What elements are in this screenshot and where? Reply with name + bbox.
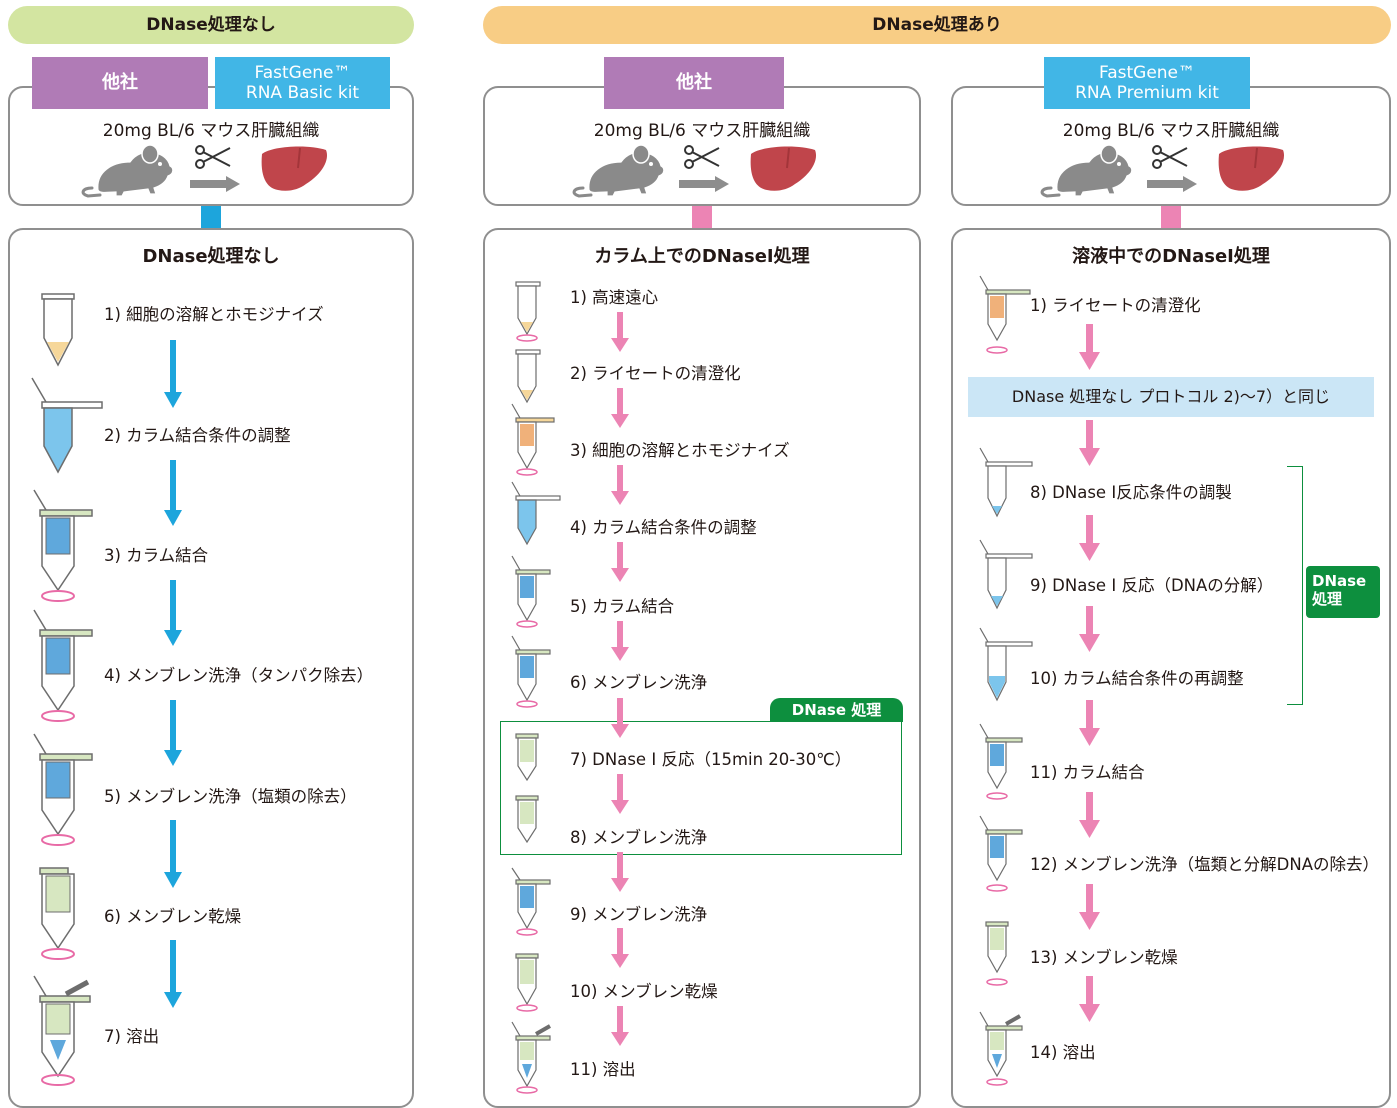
column-tube-icon [511,867,551,936]
scissors-icon [684,145,720,169]
step-label: 8) メンブレン洗浄 [570,828,708,847]
step-label: 13) メンブレン乾燥 [1030,948,1178,967]
scissors-icon [1152,145,1188,169]
protocol-box-col2: カラム上でのDNaseⅠ処理 [483,228,921,1108]
step-label: 5) カラム結合 [570,597,675,616]
step-label: 5) メンブレン洗浄（塩類の除去） [104,787,357,806]
tube-icon [979,627,1033,702]
right-arrow-icon [679,176,729,192]
sample-label: 20mg BL/6 マウス肝臓組織 [1062,121,1280,141]
tag-other-company: 他社 [604,57,784,109]
connector [201,206,221,228]
elution-tube-icon [979,1011,1023,1086]
step-label: 1) 高速遠心 [570,288,659,307]
protocol-box-col1: DNase処理なし [8,228,414,1108]
tube-icon [515,349,541,404]
section-title: DNase処理なし [142,246,280,267]
step-label: 10) カラム結合条件の再調整 [1030,669,1244,688]
column-tube-icon [515,953,539,1012]
down-arrow-icon [1079,324,1100,1022]
col2-icons [511,281,629,1094]
mouse-icon [81,144,174,198]
col1-icons [31,293,182,1086]
header-with-dnase: DNase処理あり [483,6,1391,44]
down-arrow-icon [164,340,182,1008]
sample-box-col1: 20mg BL/6 マウス肝臓組織 [8,86,414,206]
section-title: 溶液中でのDNaseⅠ処理 [1072,246,1270,267]
step-label: 7) DNase Ⅰ 反応（15min 20-30℃） [570,750,852,769]
step-label: 3) カラム結合 [104,546,209,565]
section-title: カラム上でのDNaseⅠ処理 [594,246,810,267]
step-label: 9) DNase Ⅰ 反応（DNAの分解） [1030,576,1274,595]
column-tube-icon [511,555,551,628]
sample-label: 20mg BL/6 マウス肝臓組織 [593,121,811,141]
liver-icon [1218,146,1285,191]
right-arrow-icon [1147,176,1197,192]
step-label: 2) ライセートの清澄化 [570,364,741,383]
step-label: 6) メンブレン乾燥 [104,907,242,926]
dnase-treatment-box [500,721,902,855]
step-label: 9) メンブレン洗浄 [570,905,708,924]
mouse-icon [1040,144,1133,198]
tube-icon [515,281,541,342]
step-label: 2) カラム結合条件の調整 [104,426,291,445]
column-tube-icon [979,815,1023,892]
step-label: 10) メンブレン乾燥 [570,982,718,1001]
step-label: 4) メンブレン洗浄（タンパク除去） [104,666,374,685]
step-label: 6) メンブレン洗浄 [570,673,708,692]
column-tube-icon [33,489,93,602]
tube-icon [511,481,561,546]
step-label: 7) 溶出 [104,1027,160,1046]
same-protocol-note: DNase 処理なし プロトコル 2)～7）と同じ [968,377,1374,417]
tube-icon [41,293,75,367]
mouse-icon [572,144,665,198]
dnase-treatment-badge: DNase 処理 [1306,566,1380,618]
tag-other-company: 他社 [32,57,208,109]
tube-icon [31,377,103,474]
column-tube-icon [515,733,539,782]
right-arrow-icon [190,176,240,192]
step-label: 14) 溶出 [1030,1043,1096,1062]
column-tube-icon [511,635,551,708]
down-arrow-icon [611,312,629,1046]
elution-tube-icon [33,975,91,1086]
step-label: 1) ライセートの清澄化 [1030,296,1201,315]
column-tube-icon [515,795,539,844]
column-tube-icon [33,733,93,846]
tube-icon [979,447,1033,518]
column-tube-icon [985,921,1009,986]
header-no-dnase: DNase処理なし [8,6,414,44]
step-label: 3) 細胞の溶解とホモジナイズ [570,441,790,460]
liver-icon [261,146,328,191]
liver-icon [750,146,817,191]
elution-tube-icon [511,1021,551,1094]
step-label: 8) DNase Ⅰ反応条件の調製 [1030,483,1232,502]
tag-fastgene-basic: FastGene™ RNA Basic kit [215,57,390,109]
sample-label: 20mg BL/6 マウス肝臓組織 [102,121,320,141]
step-label: 11) カラム結合 [1030,763,1145,782]
column-tube-icon [979,723,1023,800]
connector [1161,206,1181,228]
tag-fastgene-premium: FastGene™ RNA Premium kit [1044,57,1250,109]
column-tube-icon [979,275,1031,354]
dnase-treatment-label: DNase 処理 [770,698,903,722]
scissors-icon [195,145,231,169]
protocol-box-col3: 溶液中でのDNaseⅠ処理 [951,228,1391,1108]
connector [692,206,712,228]
step-label: 4) カラム結合条件の調整 [570,518,757,537]
step-label: 1) 細胞の溶解とホモジナイズ [104,305,324,324]
step-label: 11) 溶出 [570,1060,636,1079]
dnase-bracket [1287,466,1303,705]
column-tube-icon [33,609,93,722]
column-tube-icon [511,403,555,476]
step-label: 12) メンブレン洗浄（塩類と分解DNAの除去） [1030,855,1380,874]
tube-icon [979,539,1033,610]
col3-icons [979,275,1100,1086]
column-tube-icon [39,867,75,960]
